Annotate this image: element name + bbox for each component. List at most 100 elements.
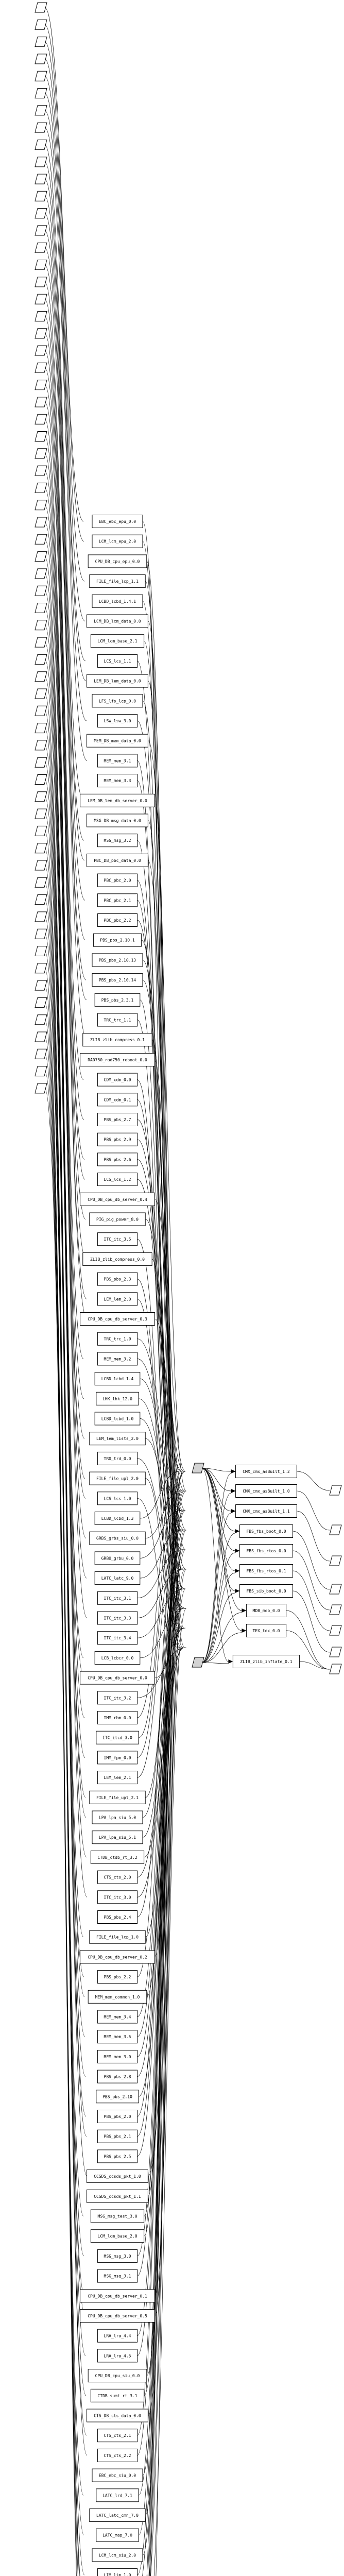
source-node[interactable]: [35, 345, 47, 356]
source-node[interactable]: [35, 825, 47, 836]
node-itc-itc-3-4[interactable]: ITC_itc_3.4: [97, 1631, 138, 1645]
node-cpu-db-cpu-epu-0-0[interactable]: CPU_DB_cpu_epu_0.0: [88, 554, 147, 568]
node-pbs-pbs-2-2[interactable]: PBS_pbs_2.2: [97, 1970, 138, 1984]
source-node[interactable]: [35, 1083, 47, 1094]
source-node[interactable]: [35, 19, 47, 30]
source-node[interactable]: [35, 88, 47, 98]
node-pbs-pbs-2-3[interactable]: PBS_pbs_2.3: [97, 1272, 138, 1286]
terminal-node[interactable]: [329, 1524, 342, 1535]
source-node[interactable]: [35, 37, 47, 47]
node-msg-msg-3-1[interactable]: MSG_msg_3.1: [97, 2269, 138, 2283]
terminal-node[interactable]: [329, 1647, 342, 1657]
source-node[interactable]: [35, 1066, 47, 1077]
node-fbs-fbs-rtos-0-0[interactable]: FBS_fbs_rtos_0.0: [239, 1544, 294, 1557]
node-mem-mem-3-4[interactable]: MEM_mem_3.4: [97, 2010, 138, 2024]
node-pbc-pbc-2-2[interactable]: PBC_pbc_2.2: [97, 913, 138, 927]
node-file-file-lcp-1-0[interactable]: FILE_file_lcp_1.0: [89, 1930, 146, 1944]
source-node[interactable]: [35, 963, 47, 974]
node-mem-db-mem-data-0-0[interactable]: MEM_DB_mem_data_0.0: [87, 734, 148, 748]
node-mem-mem-common-1-0[interactable]: MEM_mem_common_1.0: [88, 1990, 147, 2004]
source-node[interactable]: [35, 105, 47, 116]
node-cpu-db-cpu-db-server-0-1[interactable]: CPU_DB_cpu_db_server_0.1: [80, 2289, 155, 2303]
node-mem-mem-3-1[interactable]: MEM_mem_3.1: [97, 754, 138, 768]
node-fbs-fbs-rtos-0-1[interactable]: FBS_fbs_rtos_0.1: [239, 1564, 294, 1578]
node-mem-mem-3-2[interactable]: MEM_mem_3.2: [97, 1352, 138, 1366]
node-itc-itc-3-2[interactable]: ITC_itc_3.2: [97, 1691, 138, 1705]
source-node[interactable]: [35, 294, 47, 304]
node-grbs-grbs-siu-0-0[interactable]: GRBS_grbs_siu_0.0: [89, 1531, 146, 1545]
node-cpu-db-cpu-db-server-0-5[interactable]: CPU_DB_cpu_db_server_0.5: [80, 2309, 155, 2323]
node-cts-cts-2-1[interactable]: CTS_cts_2.1: [97, 2429, 138, 2443]
source-node[interactable]: [35, 585, 47, 596]
node-ctdb-sumt-rt-3-1[interactable]: CTDB_sumt_rt_3.1: [90, 2388, 145, 2402]
source-node[interactable]: [35, 688, 47, 699]
node-lra-lra-4-5[interactable]: LRA_lra_4.5: [97, 2349, 138, 2363]
node-cmx-cmx-asbuilt-1-0[interactable]: CMX_cmx_asBuilt_1.0: [235, 1484, 297, 1498]
terminal-node[interactable]: [329, 1664, 342, 1674]
source-node[interactable]: [35, 397, 47, 408]
source-node[interactable]: [35, 260, 47, 270]
node-zlib-zlib-compress-0-0[interactable]: ZLIB_zlib_compress_0.0: [82, 1252, 152, 1266]
node-trc-trc-1-1[interactable]: TRC_trc_1.1: [97, 1013, 138, 1027]
source-node[interactable]: [35, 568, 47, 579]
node-lcs-lcs-1-2[interactable]: LCS_lcs_1.2: [97, 1173, 138, 1187]
node-lhk-lhk-12-0[interactable]: LHK_lhk_12.0: [96, 1392, 139, 1405]
node-pbs-pbs-2-0[interactable]: PBS_pbs_2.0: [97, 2110, 138, 2123]
node-pbs-pbs-2-1[interactable]: PBS_pbs_2.1: [97, 2129, 138, 2143]
node-lsw-lsw-3-0[interactable]: LSW_lsw_3.0: [97, 714, 138, 727]
node-lcs-lcs-1-1[interactable]: LCS_lcs_1.1: [97, 654, 138, 668]
source-node[interactable]: [35, 380, 47, 391]
node-msg-msg-3-0[interactable]: MSG_msg_3.0: [97, 2249, 138, 2263]
node-itc-itcd-3-0[interactable]: ITC_itcd_3.0: [96, 1731, 139, 1744]
node-pbs-pbs-2-6[interactable]: PBS_pbs_2.6: [97, 1153, 138, 1166]
node-cpu-db-cpu-db-server-0-2[interactable]: CPU_DB_cpu_db_server_0.2: [80, 1950, 155, 1964]
node-pbc-pbc-2-0[interactable]: PBC_pbc_2.0: [97, 873, 138, 887]
source-node[interactable]: [35, 54, 47, 64]
source-node[interactable]: [35, 139, 47, 150]
source-node[interactable]: [35, 242, 47, 253]
source-node[interactable]: [35, 843, 47, 854]
node-pbc-db-pbc-data-0-0[interactable]: PBC_DB_pbc_data_0.0: [87, 853, 148, 867]
source-node[interactable]: [35, 723, 47, 734]
node-itc-itc-3-1[interactable]: ITC_itc_3.1: [97, 1591, 138, 1605]
node-pig-pig-power-8-0[interactable]: PIG_pig_power_8.0: [89, 1212, 146, 1226]
source-node[interactable]: [35, 757, 47, 768]
node-pbs-pbs-2-8[interactable]: PBS_pbs_2.8: [97, 2070, 138, 2083]
node-ebc-ebc-siu-0-0[interactable]: EBC_ebc_siu_0.0: [92, 2468, 143, 2482]
node-lcbd-lcbd-1-4-1[interactable]: LCBD_lcbd_1.4.1: [92, 594, 143, 608]
node-ccsds-ccsds-pkt-1-1[interactable]: CCSDS_ccsds_pkt_1.1: [87, 2189, 148, 2203]
node-grbu-grbu-0-0[interactable]: GRBU_grbu_0.0: [94, 1551, 141, 1565]
source-node[interactable]: [35, 431, 47, 442]
node-cts-cts-2-2[interactable]: CTS_cts_2.2: [97, 2448, 138, 2462]
node-trc-trc-1-0[interactable]: TRC_trc_1.0: [97, 1332, 138, 1346]
node-zlib-zlib-compress-0-1[interactable]: ZLIB_zlib_compress_0.1: [82, 1033, 152, 1047]
node-fbs-fbs-boot-0-0[interactable]: FBS_fbs_boot_0.0: [239, 1524, 294, 1538]
node-mdb-mdb-0-0[interactable]: MDB_mdb_0.0: [246, 1604, 287, 1617]
source-node[interactable]: [35, 637, 47, 648]
node-trd-trd-0-0[interactable]: TRD_trd_0.0: [97, 1451, 138, 1465]
node-lcbd-lcbd-1-3[interactable]: LCBD_lcbd_1.3: [94, 1512, 141, 1525]
node-mem-mem-3-3[interactable]: MEM_mem_3.3: [97, 774, 138, 788]
terminal-node[interactable]: [329, 1625, 342, 1636]
node-cpu-db-cpu-siu-0-0[interactable]: CPU_DB_cpu_siu_0.0: [88, 2369, 147, 2383]
node-cpu-db-cpu-db-server-0-3[interactable]: CPU_DB_cpu_db_server_0.3: [80, 1312, 155, 1326]
source-node[interactable]: [35, 311, 47, 321]
node-lcm-lcm-siu-2-0[interactable]: LCM_lcm_siu_2.0: [92, 2548, 143, 2562]
source-node[interactable]: [35, 946, 47, 956]
source-node[interactable]: [35, 517, 47, 528]
node-cdm-cdm-0-1[interactable]: CDM_cdm_0.1: [97, 1093, 138, 1107]
node-lcm-db-lcm-data-0-0[interactable]: LCM_DB_lcm_data_0.0: [87, 614, 148, 628]
node-ebc-ebc-epu-0-0[interactable]: EBC_ebc_epu_0.0: [92, 515, 143, 528]
node-latc-lrd-7-1[interactable]: LATC_lrd_7.1: [96, 2488, 139, 2502]
node-cmx-cmx-asbuilt-1-1[interactable]: CMX_cmx_asBuilt_1.1: [235, 1504, 297, 1518]
source-node[interactable]: [35, 980, 47, 991]
node-ctdb-ctdb-rt-3-2[interactable]: CTDB_ctdb_rt_3.2: [90, 1850, 145, 1864]
node-pbs-pbs-2-4[interactable]: PBS_pbs_2.4: [97, 1910, 138, 1924]
node-itc-itc-3-3[interactable]: ITC_itc_3.3: [97, 1611, 138, 1625]
source-node[interactable]: [35, 603, 47, 613]
node-pbc-pbc-2-1[interactable]: PBC_pbc_2.1: [97, 893, 138, 907]
source-node[interactable]: [35, 654, 47, 665]
terminal-node[interactable]: [329, 1604, 342, 1615]
source-node[interactable]: [35, 191, 47, 201]
node-msg-msg-test-3-0[interactable]: MSG_msg_test_3.0: [90, 2209, 145, 2223]
